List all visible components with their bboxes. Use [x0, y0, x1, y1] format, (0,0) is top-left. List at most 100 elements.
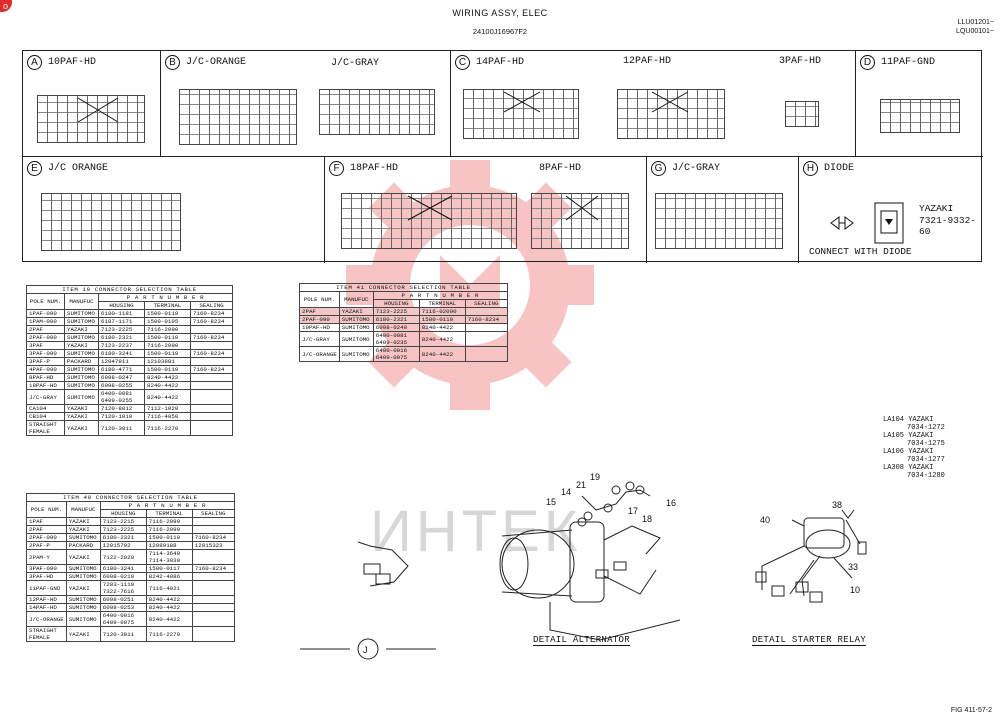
alt-callout-14: 14 [561, 487, 572, 497]
t10-cell: 6187-1171 [98, 317, 145, 326]
t10-cell: 6180-4771 [98, 365, 145, 374]
alt-callout-16: 16 [666, 498, 677, 508]
t40-caption: ITEM 40 CONNECTOR SELECTION TABLE [26, 493, 235, 502]
connector-e-face [41, 193, 181, 251]
connector-b-gray-face [319, 89, 435, 135]
alternator-detail-drawing [300, 481, 681, 660]
section-f-label: 18PAF-HD [350, 163, 399, 174]
legend-line: LA106 YAZAKI [883, 448, 934, 456]
t10-cell: SUMITOMO [64, 389, 99, 405]
t10-cell: 7116-2090 [144, 341, 191, 350]
t10-cell [190, 341, 233, 350]
t10-cell: 7160-8234 [190, 349, 233, 358]
connector-f-8paf-face [531, 193, 629, 249]
section-g-label: J/C-GRAY [672, 163, 721, 174]
t10-cell: 8240-4422 [144, 373, 191, 382]
t40-cell: 12PAF-HD [26, 595, 67, 604]
t10-cell: 7120-8012 [98, 404, 145, 413]
t10-cell [190, 404, 233, 413]
t10-cell: 6098-0255 [98, 381, 145, 390]
connector-a-face [37, 95, 145, 143]
connector-b-orange-face [179, 89, 297, 145]
t41-cell: SUMITOMO [338, 331, 374, 347]
t10-cell: 18PAF-HD [26, 381, 65, 390]
serial-range-2: LQU00101~ [956, 28, 994, 35]
detail-j-marker: J [363, 645, 368, 655]
t40-col-part: P A R T N U M B E R [99, 501, 235, 510]
t41-cell: 2PAF [299, 307, 340, 316]
t10-cell: 6180-3241 [98, 349, 145, 358]
t40-cell [191, 517, 235, 526]
t10-cell: 7123-2225 [98, 325, 145, 334]
section-f-marker: F [329, 161, 344, 176]
detail-starter-relay-title: DETAIL STARTER RELAY [752, 635, 867, 646]
t40-cell: PACKARD [65, 541, 101, 550]
t40-cell: 12089188 [145, 541, 193, 550]
t10-cell: SUMITOMO [64, 333, 99, 342]
t40-col-pole: POLE NUM. [26, 501, 67, 518]
t40-cell: YAZAKI [65, 525, 101, 534]
t10-col-terminal: TERMINAL [144, 301, 191, 310]
t41-cell: 8240-4422 [418, 346, 466, 362]
section-h-marker: H [803, 161, 818, 176]
t40-cell: 11PAF-GND [26, 580, 67, 596]
t40-cell: 2PAM-Y [26, 549, 67, 565]
t40-cell: SUMITOMO [65, 595, 101, 604]
t10-cell: 4PAF-090 [26, 365, 65, 374]
section-d-marker: D [860, 55, 875, 70]
t10-cell [190, 373, 233, 382]
t41-col-sealing: SEALING [464, 299, 508, 308]
alt-callout-15: 15 [546, 497, 557, 507]
t41-cell: 7116-02090 [418, 307, 466, 316]
connector-c-14paf-face [463, 89, 579, 139]
t10-cell: YAZAKI [64, 341, 99, 350]
connector-c-12paf-face [617, 89, 725, 139]
t40-cell: 12015792 [99, 541, 147, 550]
section-b-label-2: J/C-GRAY [331, 58, 380, 69]
t10-cell: YAZAKI [64, 420, 99, 436]
t40-cell: 7123-2215 [99, 517, 147, 526]
t10-cell: 3PAF-090 [26, 349, 65, 358]
t10-cell: J/C-GRAY [26, 389, 65, 405]
t40-cell: 14PAF-HD [26, 603, 67, 612]
drawing-title: WIRING ASSY, ELEC [452, 8, 548, 18]
alt-callout-17: 17 [628, 506, 639, 516]
relay-callout-33: 33 [848, 562, 859, 572]
section-c-label-3: 3PAF-HD [779, 56, 822, 67]
t10-cell: 7160-8234 [190, 365, 233, 374]
t10-cell [190, 412, 233, 421]
t40-cell: 8240-4422 [145, 595, 193, 604]
t41-cell: SUMITOMO [338, 315, 374, 324]
t10-cell: 6180-2321 [98, 333, 145, 342]
t40-cell: 7160-8234 [191, 533, 235, 542]
section-c-label-2: 12PAF-HD [623, 56, 672, 67]
t40-cell [191, 525, 235, 534]
t40-cell: 2PAF-090 [26, 533, 67, 542]
t10-cell: 8240-4422 [144, 381, 191, 390]
t10-cell: 7112-1020 [144, 404, 191, 413]
t10-cell: 7116-2270 [144, 420, 191, 436]
t41-cell: 7123-2225 [372, 307, 420, 316]
